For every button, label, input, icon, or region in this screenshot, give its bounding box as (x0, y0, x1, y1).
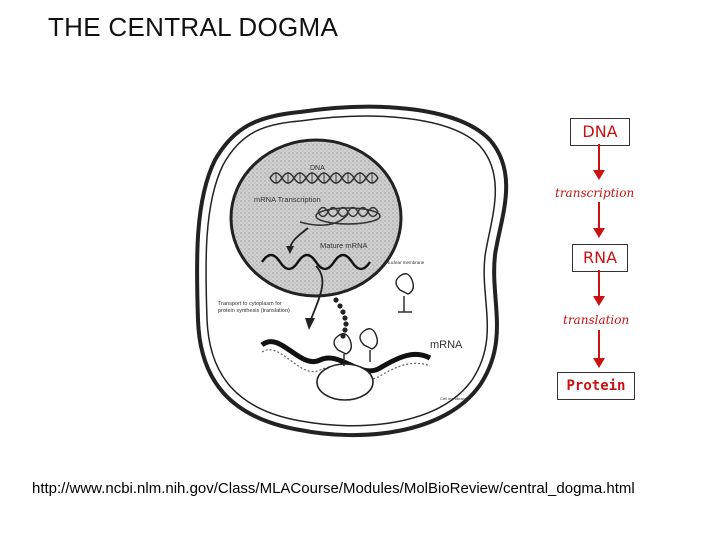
flow-arrow-3 (598, 270, 600, 298)
flow-arrow-2 (598, 202, 600, 230)
flow-box-dna: DNA (570, 118, 630, 146)
cell-membrane-inner (205, 115, 497, 427)
label-transport-1: Transport to cytoplasm for (218, 301, 282, 307)
flow-arrow-1 (598, 144, 600, 172)
transcription-bubble (299, 206, 381, 226)
flow-arrowhead-4 (593, 358, 605, 368)
label-mrna-transcription: mRNA Transcription (254, 195, 321, 204)
flow-arrowhead-3 (593, 296, 605, 306)
slide-title: THE CENTRAL DOGMA (48, 12, 339, 42)
label-nuclear-membrane: Nuclear membrane (386, 260, 425, 265)
label-transport-2: protein synthesis (translation) (218, 308, 290, 314)
label-mature-mrna: Mature mRNA (320, 241, 368, 250)
label-mrna: mRNA (430, 339, 463, 351)
source-url[interactable]: http://www.ncbi.nlm.nih.gov/Class/MLACou… (32, 480, 635, 497)
flow-arrow-4 (598, 330, 600, 360)
transport-arrow (309, 265, 324, 323)
polypeptide-chain (333, 297, 349, 339)
flow-label-transcription: transcription (555, 186, 635, 200)
flow-label-translation: translation (563, 313, 630, 327)
label-cell-membrane: Cell membrane (440, 396, 468, 401)
flow-arrowhead-1 (593, 170, 605, 180)
label-dna: DNA (310, 165, 325, 172)
ribosome (316, 363, 374, 401)
trna-molecules (333, 273, 415, 366)
flow-box-protein: Protein (557, 372, 635, 400)
mature-mrna-strand (260, 253, 372, 271)
flow-box-rna: RNA (572, 244, 628, 272)
flow-arrowhead-2 (593, 228, 605, 238)
dna-helix (269, 172, 379, 184)
